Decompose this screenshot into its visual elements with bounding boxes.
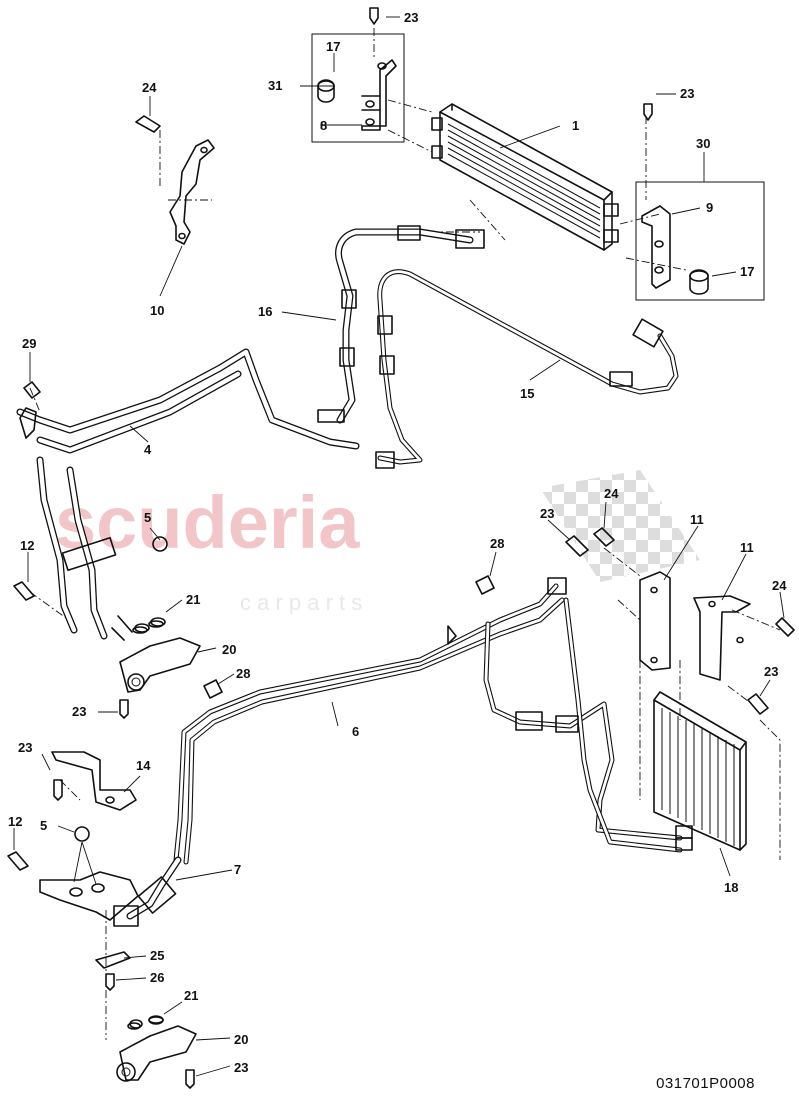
bolt-23-right-mid [565, 535, 589, 557]
watermark: scuderia c a r p a r t s [55, 470, 700, 615]
callout-12-upper: 12 [20, 538, 34, 553]
bracket-11 [639, 571, 751, 681]
callout-30: 30 [696, 136, 710, 151]
callout-4: 4 [144, 442, 152, 457]
callout-31: 31 [268, 78, 282, 93]
callout-24-far-right: 24 [772, 578, 787, 593]
bracket-group-31 [311, 33, 405, 143]
callout-24-left: 24 [142, 80, 157, 95]
clip-28-upper [475, 575, 495, 595]
callout-28-lower: 28 [236, 666, 250, 681]
callouts: 1 4 5 5 6 7 8 9 10 11 11 12 12 14 15 16 … [8, 10, 787, 1075]
bracket-10 [169, 139, 215, 245]
callout-1: 1 [572, 118, 579, 133]
washer-21-lower-b [148, 1016, 164, 1024]
callout-21-lower: 21 [184, 988, 198, 1003]
diagram-id: 031701P0008 [656, 1075, 755, 1092]
callout-20-lower: 20 [234, 1032, 248, 1047]
assembly-lines [29, 28, 781, 1040]
bolt-24-far-right [775, 617, 795, 637]
callout-20-upper: 20 [222, 642, 236, 657]
callout-11-a: 11 [690, 512, 704, 527]
callout-11-b: 11 [740, 540, 754, 555]
callout-24-mid: 24 [604, 486, 619, 501]
clip-28-lower [203, 679, 223, 699]
clip-25 [95, 951, 131, 969]
callout-28-upper: 28 [490, 536, 504, 551]
callout-25: 25 [150, 948, 164, 963]
oil-cooler-lower [653, 691, 747, 851]
washer-21-upper [132, 626, 148, 634]
watermark-brand: scuderia [55, 481, 360, 564]
callout-21-upper: 21 [186, 592, 200, 607]
callout-7: 7 [234, 862, 241, 877]
bolt-24-right-mid [593, 527, 615, 547]
bolt-23-right [643, 103, 653, 121]
leader-lines [13, 16, 785, 1077]
callout-23-mid: 23 [72, 704, 86, 719]
callout-9: 9 [706, 200, 713, 215]
callout-29: 29 [22, 336, 36, 351]
bolts [7, 7, 795, 1089]
watermark-sub: c a r p a r t s [240, 590, 362, 615]
oil-cooler-upper [431, 103, 619, 251]
callout-23-right: 23 [680, 86, 694, 101]
bolt-12-upper [13, 581, 35, 601]
callout-23-lower: 23 [18, 740, 32, 755]
bolt-26 [105, 973, 115, 991]
bolt-23-lower [53, 779, 63, 801]
callout-23-far-right: 23 [764, 664, 778, 679]
bolt-23-top [369, 7, 379, 25]
bracket-group-30 [635, 181, 765, 301]
callout-17-upper: 17 [326, 39, 340, 54]
bolt-24-left [135, 115, 161, 133]
line-4 [16, 348, 360, 640]
bolt-23-mid [119, 699, 129, 719]
washer-21-upper-b [148, 620, 164, 628]
callout-8: 8 [320, 118, 327, 133]
callout-17-right: 17 [740, 264, 754, 279]
callout-14: 14 [136, 758, 151, 773]
callout-12-lower: 12 [8, 814, 22, 829]
hose-16 [317, 225, 485, 424]
callout-26: 26 [150, 970, 164, 985]
callout-15: 15 [520, 386, 534, 401]
pipe-15 [375, 269, 679, 469]
callout-6: 6 [352, 724, 359, 739]
bolt-12-lower [7, 851, 29, 871]
bolt-29 [23, 381, 41, 399]
callout-10: 10 [150, 303, 164, 318]
valve-block-lower [39, 826, 139, 921]
callout-23-right-mid: 23 [540, 506, 554, 521]
watermark-checker-flag [540, 470, 700, 582]
callout-5-upper: 5 [144, 510, 151, 525]
callout-16: 16 [258, 304, 272, 319]
callout-23-top: 23 [404, 10, 418, 25]
bracket-14 [51, 751, 137, 811]
valve-block-lower-20 [116, 1015, 197, 1082]
washer-21-lower [127, 1022, 141, 1030]
line-7 [113, 856, 182, 927]
bolt-23-bottom [185, 1069, 195, 1089]
line-6 [173, 577, 683, 865]
callout-5-lower: 5 [40, 818, 47, 833]
callout-23-bottom: 23 [234, 1060, 248, 1075]
bolt-23-far-right [747, 693, 769, 715]
callout-18: 18 [724, 880, 738, 895]
